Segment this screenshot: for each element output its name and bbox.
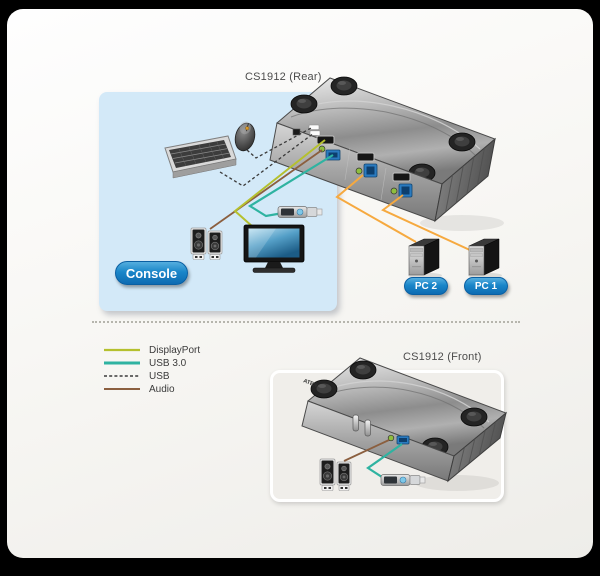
usb3-b-port <box>398 183 413 198</box>
diagram-card: ATEN CS1912 (Rear) CS1912 (Front) Consol… <box>7 9 593 558</box>
front-device-title: CS1912 (Front) <box>403 351 482 363</box>
displayport-port <box>356 152 375 162</box>
pc1-badge: PC 1 <box>464 277 508 295</box>
legend-item-displayport: DisplayPort <box>104 345 200 356</box>
legend-item-usb: USB <box>104 371 200 382</box>
legend-label: USB 3.0 <box>149 357 187 369</box>
audio-jack <box>355 167 363 175</box>
pc2-tower-icon <box>408 238 440 276</box>
legend-item-usb3: USB 3.0 <box>104 358 200 369</box>
console-badge: Console <box>115 261 188 285</box>
pc2-kvm-cable <box>335 174 417 243</box>
legend-label: Audio <box>149 383 175 395</box>
cable-legend: DisplayPort USB 3.0 USB Audio <box>104 345 200 395</box>
usb3-b-port <box>363 163 378 178</box>
section-separator <box>92 321 520 323</box>
pc2-badge: PC 2 <box>404 277 448 295</box>
rear-device-title: CS1912 (Rear) <box>245 71 322 83</box>
legend-label: DisplayPort <box>149 344 201 356</box>
pc1-kvm-cable <box>381 194 473 252</box>
pc1-tower-icon <box>468 238 500 276</box>
front-area-panel <box>270 370 504 502</box>
legend-item-audio: Audio <box>104 384 200 395</box>
legend-label: USB <box>149 370 170 382</box>
displayport-port <box>392 172 411 182</box>
audio-jack <box>390 187 398 195</box>
